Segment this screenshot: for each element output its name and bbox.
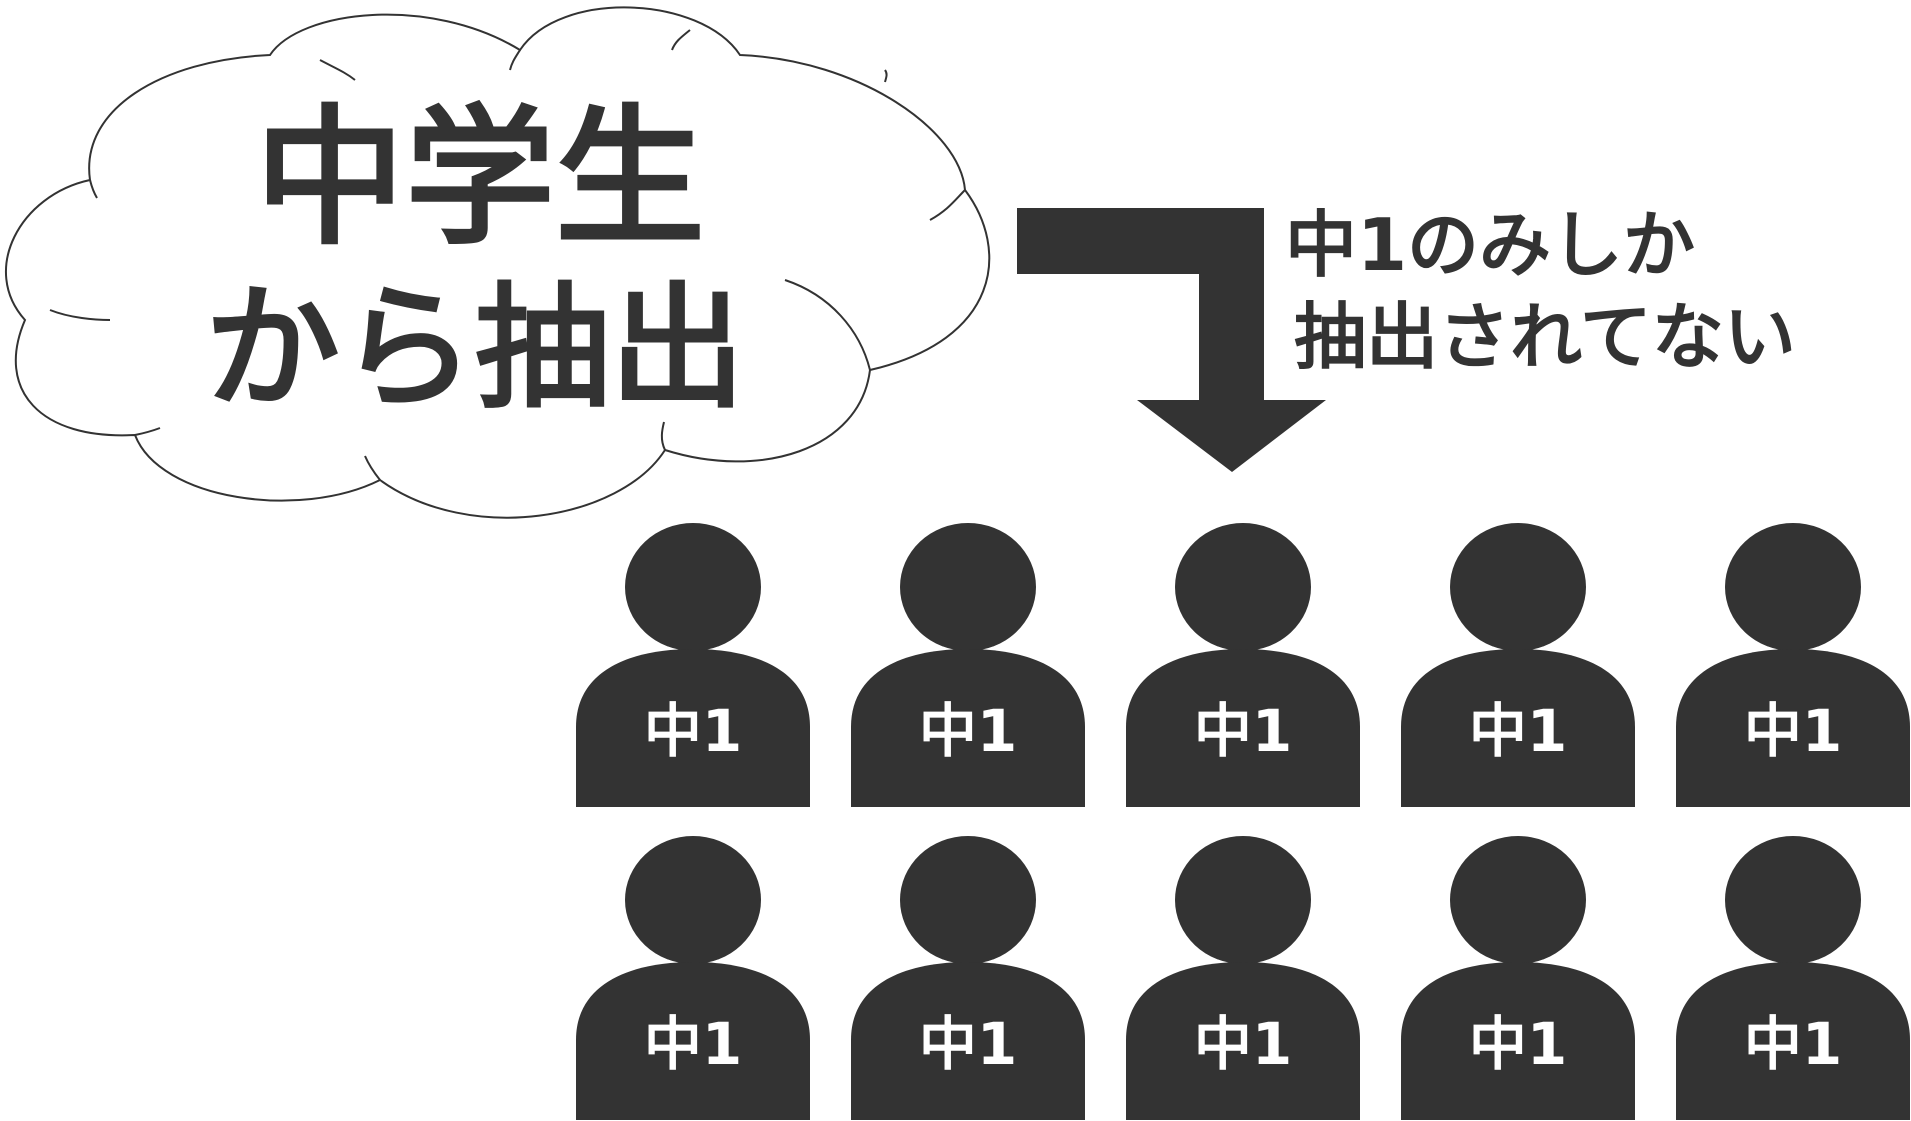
person-label: 中1: [644, 697, 742, 765]
person-head: [1725, 523, 1861, 651]
person-head: [1450, 523, 1586, 651]
person-icon: 中1: [1401, 836, 1635, 1120]
person-body: [1401, 962, 1635, 1120]
note-line2: 抽出されてない: [1294, 295, 1796, 379]
person-label: 中1: [1469, 697, 1567, 765]
person-body: [1126, 649, 1360, 807]
person-label: 中1: [644, 1010, 742, 1078]
person-label: 中1: [1744, 697, 1842, 765]
person-head: [1450, 836, 1586, 964]
person-head: [900, 836, 1036, 964]
person-body: [1401, 649, 1635, 807]
person-head: [625, 523, 761, 651]
person-body: [576, 649, 810, 807]
cloud-title-line1: 中学生: [255, 92, 705, 266]
note-line1: 中1のみしか: [1285, 203, 1695, 287]
person-body: [851, 962, 1085, 1120]
people-grid: 中1 中1 中1 中1 中1 中1 中1 中1 中1 中1: [576, 523, 1910, 1120]
thought-cloud: [5, 6, 991, 519]
person-head: [1725, 836, 1861, 964]
person-label: 中1: [1194, 1010, 1292, 1078]
person-head: [900, 523, 1036, 651]
bent-arrow-down-icon: [1017, 208, 1326, 472]
person-icon: 中1: [1401, 523, 1635, 807]
person-label: 中1: [1194, 697, 1292, 765]
person-icon: 中1: [851, 523, 1085, 807]
person-label: 中1: [1744, 1010, 1842, 1078]
person-head: [1175, 836, 1311, 964]
person-icon: 中1: [1126, 523, 1360, 807]
person-icon: 中1: [576, 836, 810, 1120]
person-body: [1126, 962, 1360, 1120]
person-head: [1175, 523, 1311, 651]
person-label: 中1: [919, 697, 1017, 765]
person-body: [1676, 649, 1910, 807]
cloud-title-line2: から抽出: [205, 270, 745, 427]
person-label: 中1: [919, 1010, 1017, 1078]
person-icon: 中1: [1676, 836, 1910, 1120]
person-icon: 中1: [1126, 836, 1360, 1120]
person-icon: 中1: [576, 523, 810, 807]
person-icon: 中1: [851, 836, 1085, 1120]
person-body: [576, 962, 810, 1120]
person-label: 中1: [1469, 1010, 1567, 1078]
person-body: [1676, 962, 1910, 1120]
person-head: [625, 836, 761, 964]
person-body: [851, 649, 1085, 807]
person-icon: 中1: [1676, 523, 1910, 807]
